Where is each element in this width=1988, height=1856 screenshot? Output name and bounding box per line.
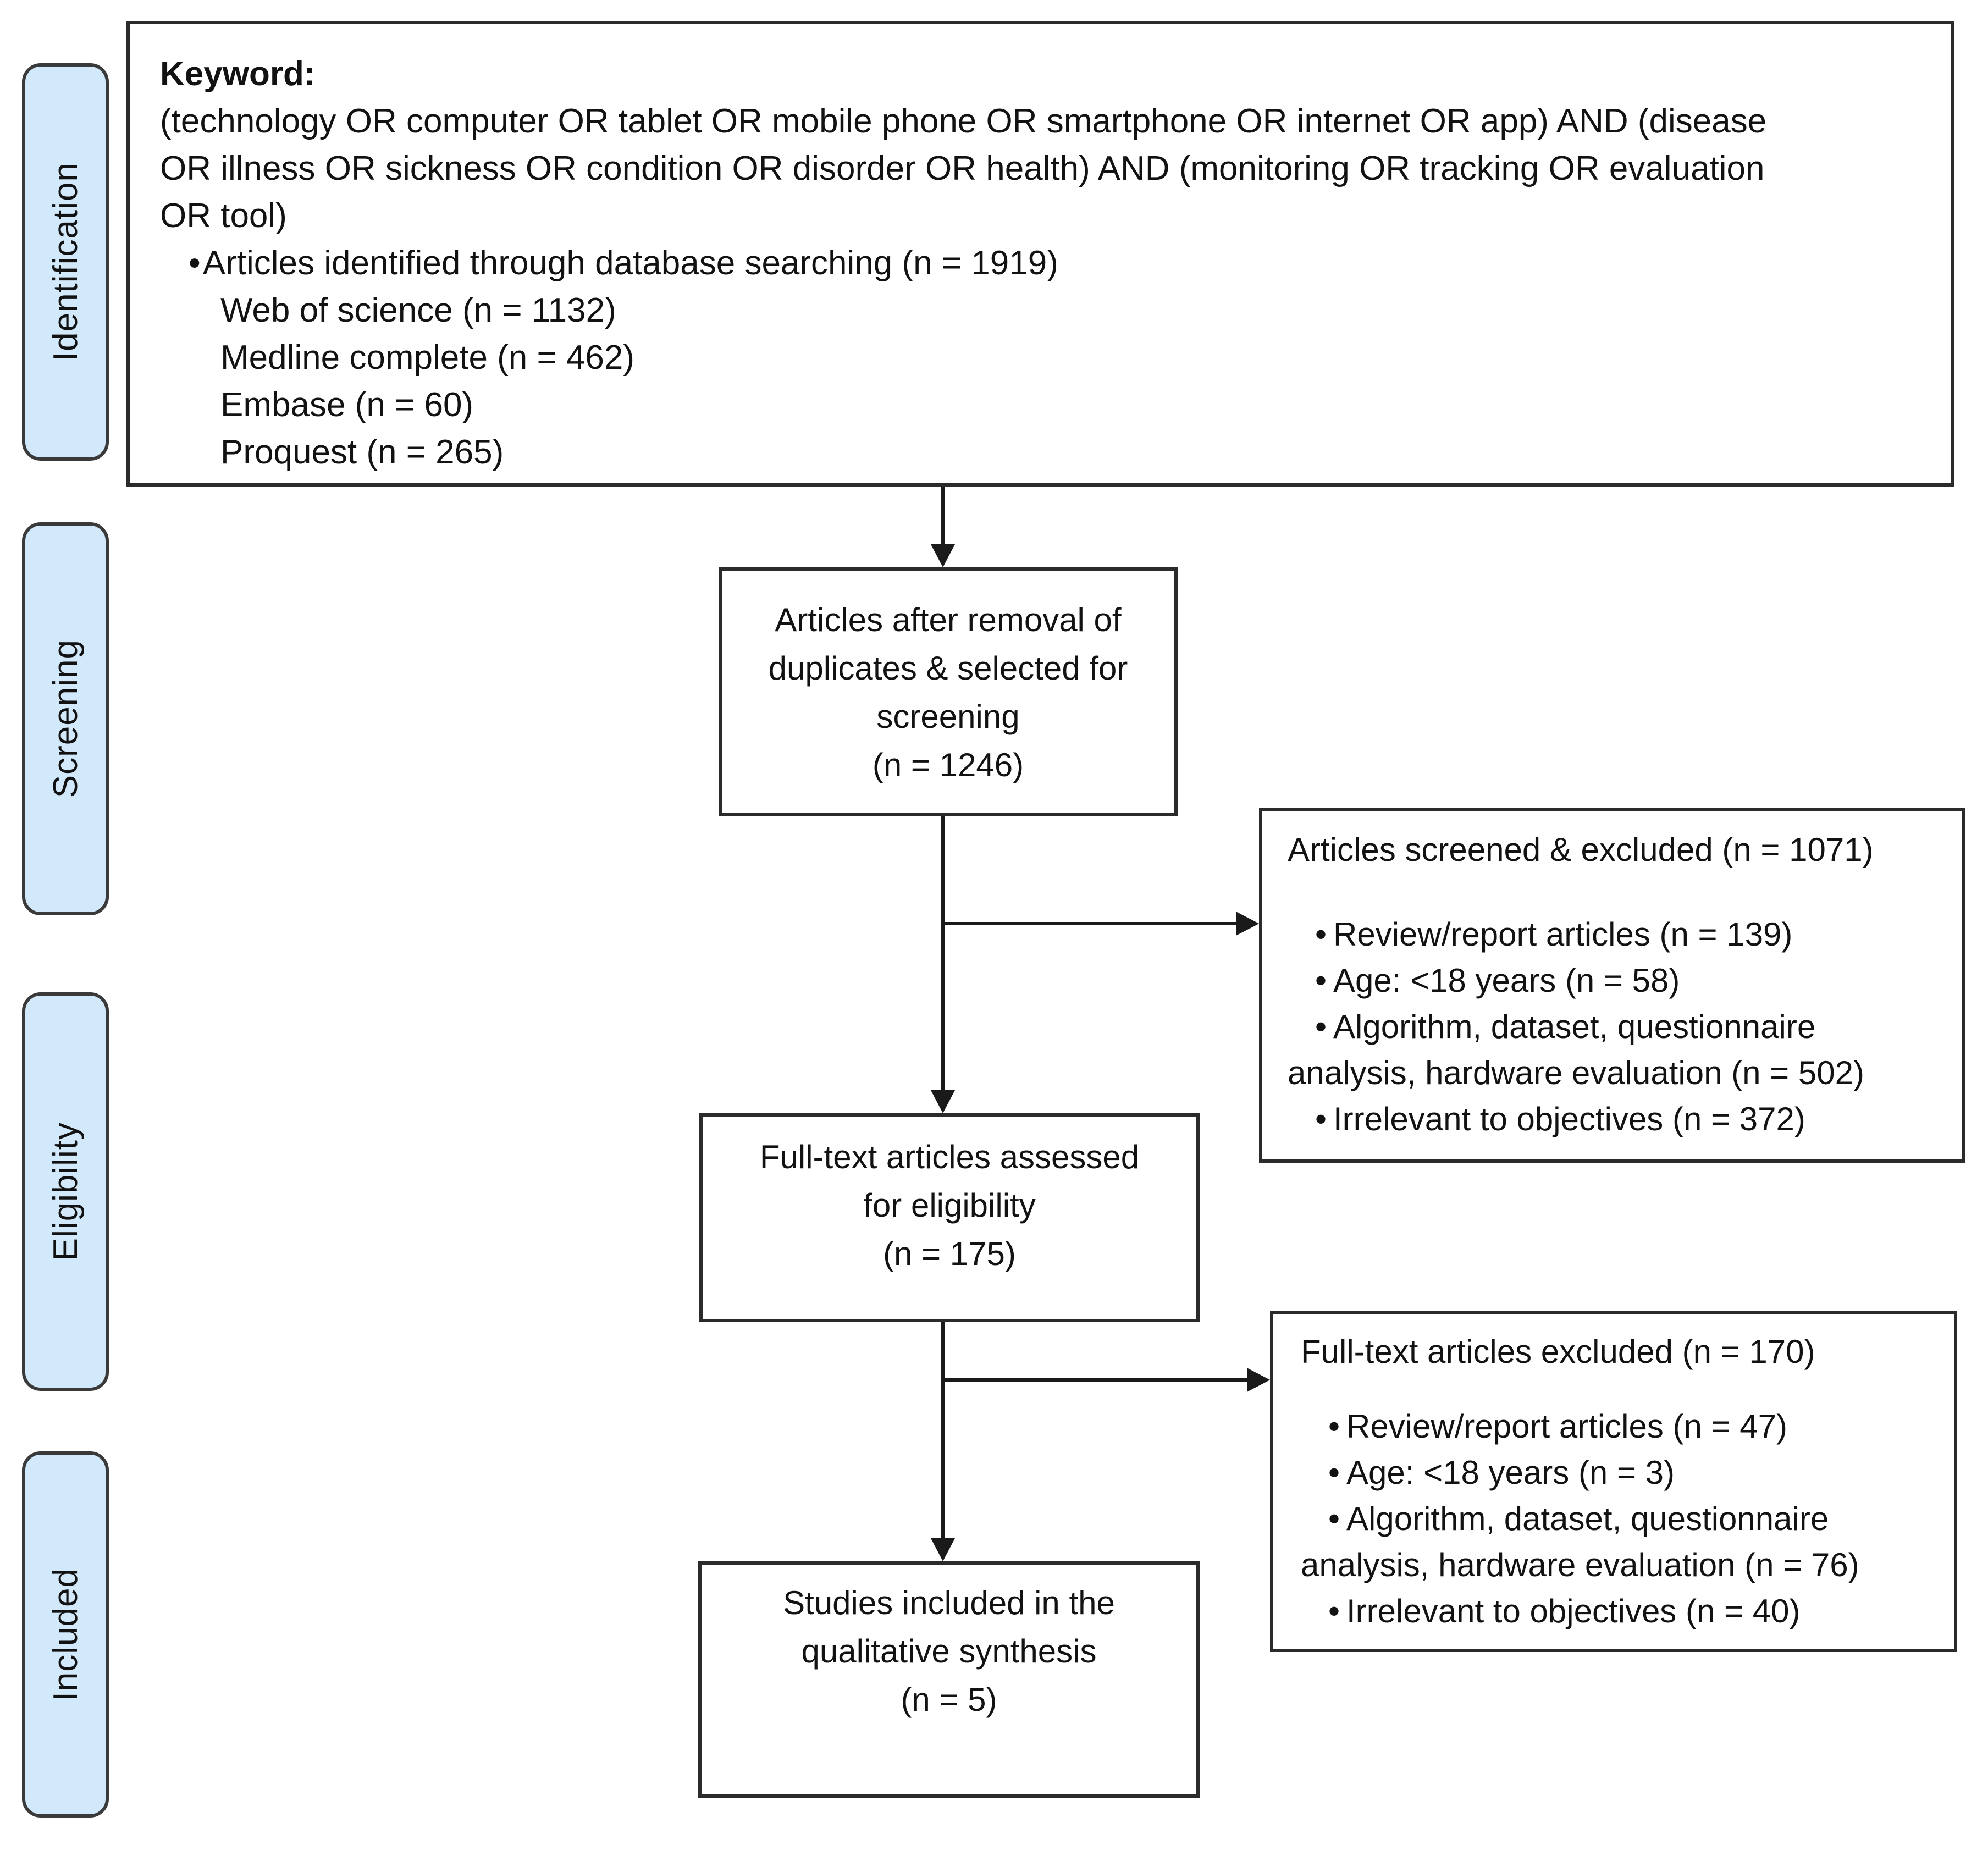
fulltext-excluded-list: •Review/report articles (n = 47) •Age: <… xyxy=(1301,1404,1943,1634)
bullet-icon: • xyxy=(1328,1454,1340,1491)
screening-box-line-3: screening xyxy=(876,698,1020,735)
list-item-text: Irrelevant to objectives (n = 40) xyxy=(1346,1593,1801,1629)
list-item-text: Age: <18 years (n = 58) xyxy=(1333,962,1680,999)
identification-keyword-box: Keyword: (technology OR computer OR tabl… xyxy=(126,21,1954,487)
eligibility-box-line-2: for eligibility xyxy=(863,1187,1036,1224)
list-item: •Irrelevant to objectives (n = 372) xyxy=(1288,1096,1951,1142)
source-web-of-science: Web of science (n = 1132) xyxy=(220,291,616,329)
stage-label-included: Included xyxy=(22,1451,109,1818)
list-item: •Algorithm, dataset, questionnaire xyxy=(1301,1496,1943,1542)
bullet-icon: • xyxy=(1315,916,1327,953)
arrow-eligibility-to-included-head xyxy=(931,1538,955,1561)
list-item: •Algorithm, dataset, questionnaire xyxy=(1288,1004,1951,1050)
bullet-icon: • xyxy=(1315,1101,1327,1137)
bullet-icon: • xyxy=(1328,1408,1340,1445)
source-proquest: Proquest (n = 265) xyxy=(220,433,504,471)
stage-label-identification-text: Identification xyxy=(46,162,85,362)
stage-label-identification: Identification xyxy=(22,63,109,461)
list-item: •Review/report articles (n = 47) xyxy=(1301,1404,1943,1450)
eligibility-box-line-1: Full-text articles assessed xyxy=(759,1139,1140,1175)
fulltext-excluded-title: Full-text articles excluded (n = 170) xyxy=(1301,1333,1815,1370)
screened-excluded-title: Articles screened & excluded (n = 1071) xyxy=(1288,831,1874,868)
list-item: •Review/report articles (n = 139) xyxy=(1288,912,1951,958)
screening-box-line-4: (n = 1246) xyxy=(872,747,1024,783)
arrow-branch-fulltext-excluded-head xyxy=(1247,1368,1270,1392)
bullet-icon: • xyxy=(1328,1500,1340,1537)
search-query-line-1: (technology OR computer OR tablet OR mob… xyxy=(160,102,1767,140)
eligibility-box-line-3: (n = 175) xyxy=(883,1235,1016,1272)
stage-label-eligibility-text: Eligibility xyxy=(46,1122,85,1261)
stage-label-screening: Screening xyxy=(22,522,109,915)
list-item-text: Age: <18 years (n = 3) xyxy=(1346,1454,1675,1491)
list-item-text: Algorithm, dataset, questionnaire xyxy=(1346,1500,1829,1537)
screening-box-line-2: duplicates & selected for xyxy=(768,650,1128,687)
list-item: •Age: <18 years (n = 58) xyxy=(1288,958,1951,1004)
eligibility-box: Full-text articles assessed for eligibil… xyxy=(699,1113,1200,1322)
list-item-text: Review/report articles (n = 139) xyxy=(1333,916,1793,953)
source-medline: Medline complete (n = 462) xyxy=(220,339,635,377)
screened-excluded-list: •Review/report articles (n = 139) •Age: … xyxy=(1288,912,1951,1142)
bullet-icon: • xyxy=(1315,962,1327,999)
screening-box-line-1: Articles after removal of xyxy=(775,601,1122,638)
list-item-text: analysis, hardware evaluation (n = 76) xyxy=(1301,1546,1859,1583)
articles-identified-text: Articles identified through database sea… xyxy=(202,244,1058,282)
screened-excluded-box: Articles screened & excluded (n = 1071) … xyxy=(1259,808,1965,1163)
bullet-icon: • xyxy=(1328,1593,1340,1629)
list-item: •Age: <18 years (n = 3) xyxy=(1301,1450,1943,1496)
keyword-heading: Keyword: xyxy=(160,55,316,93)
articles-identified-line: •Articles identified through database se… xyxy=(160,240,1924,287)
list-item-text: analysis, hardware evaluation (n = 502) xyxy=(1288,1054,1864,1091)
arrow-branch-screened-excluded-head xyxy=(1236,912,1259,936)
arrow-screening-to-eligibility-head xyxy=(931,1090,955,1113)
bullet-icon: • xyxy=(1315,1008,1327,1045)
stage-label-screening-text: Screening xyxy=(46,639,85,798)
list-item: analysis, hardware evaluation (n = 502) xyxy=(1288,1050,1951,1096)
included-box-line-1: Studies included in the xyxy=(783,1584,1115,1621)
fulltext-excluded-box: Full-text articles excluded (n = 170) •R… xyxy=(1270,1311,1957,1652)
list-item: •Irrelevant to objectives (n = 40) xyxy=(1301,1588,1943,1634)
included-box: Studies included in the qualitative synt… xyxy=(698,1561,1200,1798)
stage-label-eligibility: Eligibility xyxy=(22,992,109,1391)
source-embase: Embase (n = 60) xyxy=(220,386,474,424)
included-box-line-3: (n = 5) xyxy=(901,1681,997,1718)
list-item-text: Irrelevant to objectives (n = 372) xyxy=(1333,1101,1805,1137)
list-item-text: Review/report articles (n = 47) xyxy=(1346,1408,1787,1445)
included-box-line-2: qualitative synthesis xyxy=(801,1633,1097,1670)
screening-box: Articles after removal of duplicates & s… xyxy=(719,567,1178,816)
arrow-top-to-screening-head xyxy=(931,544,955,567)
bullet-icon: • xyxy=(189,244,201,282)
list-item: analysis, hardware evaluation (n = 76) xyxy=(1301,1542,1943,1588)
search-query-line-2: OR illness OR sickness OR condition OR d… xyxy=(160,150,1765,187)
search-query-line-3: OR tool) xyxy=(160,197,287,235)
list-item-text: Algorithm, dataset, questionnaire xyxy=(1333,1008,1816,1045)
stage-label-included-text: Included xyxy=(46,1567,85,1702)
